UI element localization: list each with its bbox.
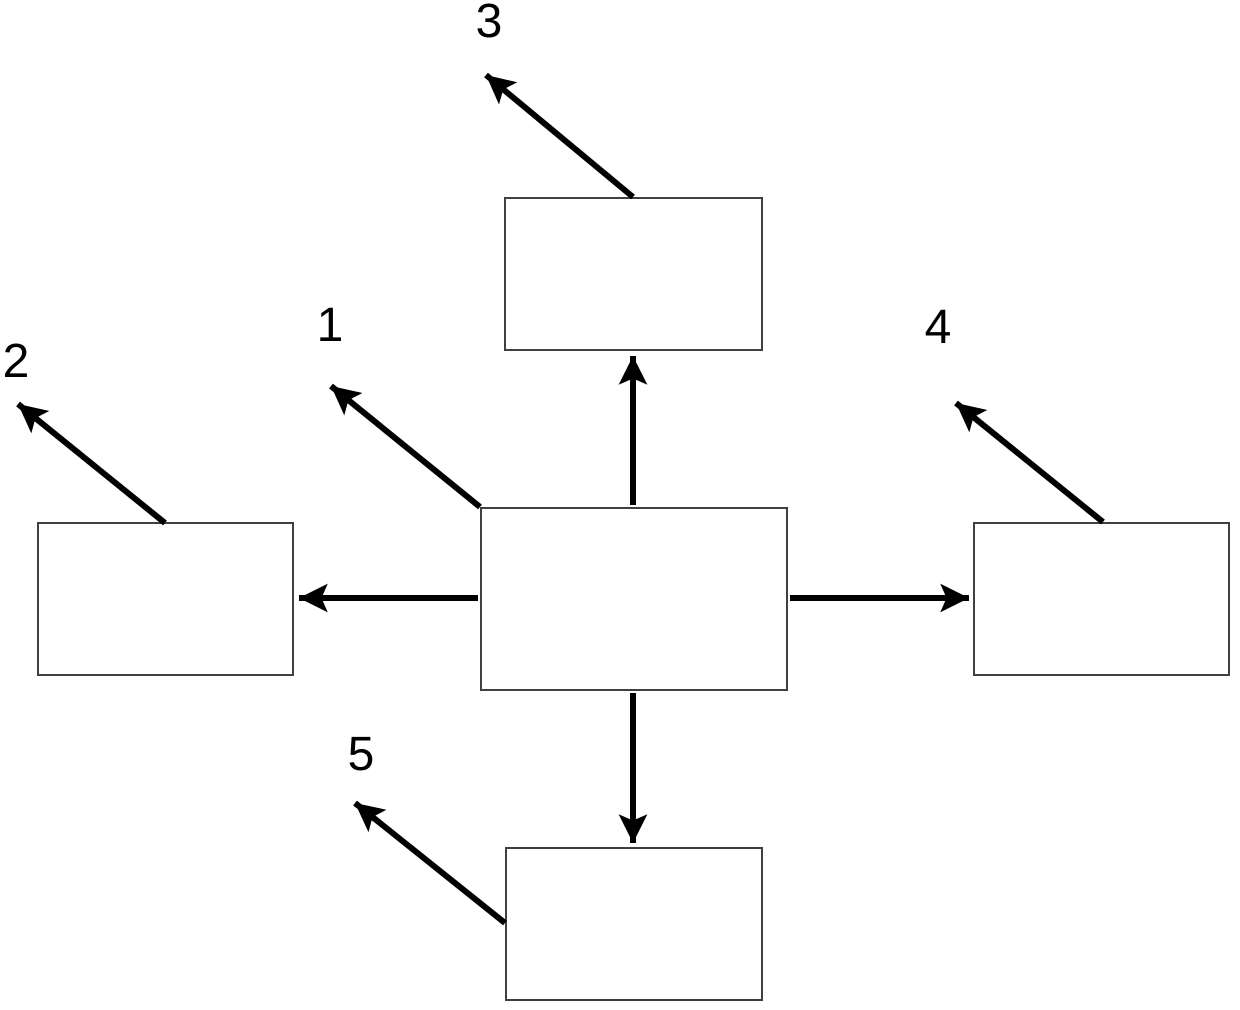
callout-arrow-3 xyxy=(484,72,635,200)
callout-label-3: 3 xyxy=(475,0,503,48)
right-box xyxy=(973,522,1230,676)
callout-arrow-1 xyxy=(329,383,482,510)
callout-label-5: 5 xyxy=(347,728,375,781)
bottom-box xyxy=(505,847,763,1001)
callout-arrow-2 xyxy=(16,401,167,526)
callout-arrow-4 xyxy=(954,400,1105,525)
callout-label-1: 1 xyxy=(316,299,344,352)
callout-label-2: 2 xyxy=(2,335,30,388)
top-box xyxy=(504,197,763,351)
callout-label-4: 4 xyxy=(924,301,952,354)
callout-arrow-5 xyxy=(353,800,507,926)
center-box xyxy=(480,507,788,691)
left-box xyxy=(37,522,294,676)
